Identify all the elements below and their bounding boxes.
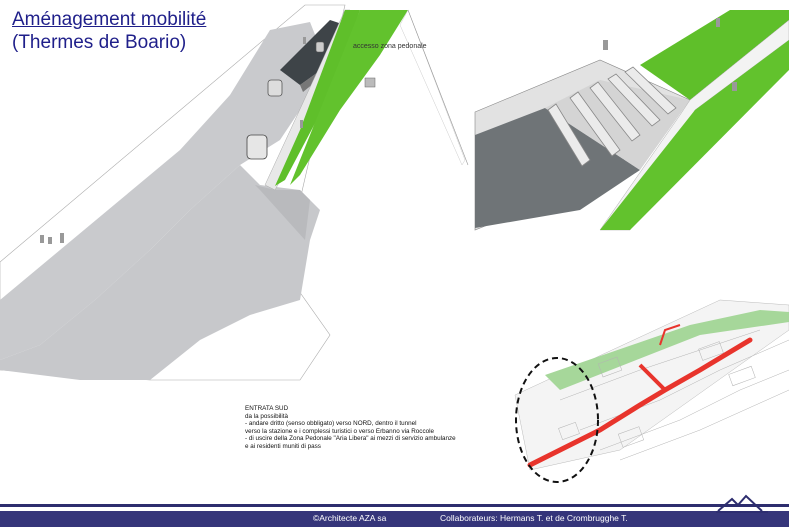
site-plan-render [514,299,789,483]
copyright-text: ©Architecte AZA sa [313,513,387,523]
grass-strip [600,40,789,230]
description-line: - di uscire della Zona Pedonale "Aria Li… [245,435,456,443]
description-text: ENTRATA SUD da la possibilità - andare d… [245,405,505,451]
mountain-logo-icon [716,494,768,513]
tunnel-beams [547,66,677,167]
description-line: verso la stazione e i complessi turistic… [245,427,434,435]
title-line-2: (Thermes de Boario) [12,32,187,53]
title-line-1: Aménagement mobilité [12,9,207,30]
footer-rule [0,504,789,507]
highlight-ellipse [515,357,599,483]
tunnel-perspective-render [474,10,789,235]
footer: ©Architecte AZA sa Collaborateurs: Herma… [0,497,789,527]
road-perspective-render [0,4,469,381]
pedestrian-figures [40,37,306,244]
pedestrian-figures [603,18,737,91]
car [267,79,283,97]
footer-band [0,511,789,527]
car [246,134,268,160]
description-line: e ai residenti muniti di pass [245,442,321,450]
description-line: da la possibilità [245,412,289,420]
pedestrian-zone-label: accesso zona pedonale [353,43,427,50]
grass-strip [290,10,408,185]
green-area [545,310,789,390]
tunnel-portal [280,20,345,85]
description-line: ENTRATA SUD [245,405,289,412]
description-line: - andare dritto (senso obbligato) verso … [245,420,417,428]
route-line [527,337,753,468]
collaborators-text: Collaborateurs: Hermans T. et de Crombru… [440,513,628,523]
grass-strip [275,10,360,186]
page-title: Aménagement mobilité (Thermes de Boario) [12,8,206,54]
grass-strip [640,10,789,100]
car [315,41,325,53]
